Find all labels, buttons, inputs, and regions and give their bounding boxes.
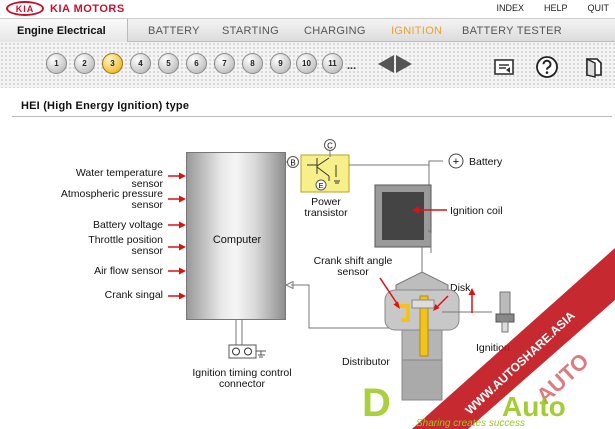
terminal-e-label: E [318,181,323,190]
label-water-temp-sensor: Water temperature sensor [75,167,163,190]
tab-battery-tester[interactable]: BATTERY TESTER [462,24,562,37]
step-button-5[interactable]: 5 [158,53,179,74]
index-link[interactable]: INDEX [496,3,524,13]
tab-bar: Engine Electrical BATTERY STARTING CHARG… [0,18,615,42]
step-button-2[interactable]: 2 [74,53,95,74]
exit-icon[interactable] [583,56,605,78]
terminal-b [287,156,299,168]
tab-battery[interactable]: BATTERY [148,24,200,37]
quit-link[interactable]: QUIT [587,3,610,13]
section-title: Engine Electrical [0,19,128,42]
step-button-11[interactable]: 11 [322,53,343,74]
more-steps: ... [347,60,357,72]
ignition-diagram: B C E + [168,139,515,401]
terminal-c-label: C [327,142,333,151]
label-throttle-position-sensor: Throttle position sensor [88,234,163,257]
step-button-8[interactable]: 8 [242,53,263,74]
tab-charging[interactable]: CHARGING [304,24,366,37]
label-ignition-coil: Ignition coil [450,205,503,217]
terminal-e [315,179,327,191]
tab-starting[interactable]: STARTING [222,24,279,37]
step-button-4[interactable]: 4 [130,53,151,74]
label-crank-signal: Crank singal [104,289,163,301]
notes-icon[interactable] [493,56,515,78]
battery-plus-label: + [453,156,459,168]
step-button-1[interactable]: 1 [46,53,67,74]
step-button-7[interactable]: 7 [214,53,235,74]
label-power-transistor: Power transistor [304,196,348,219]
sensor-input-arrows [168,172,186,300]
battery-terminal [448,153,464,169]
computer-unit: Computer [186,152,286,320]
distributor [384,271,460,401]
help-icon[interactable] [535,55,559,79]
next-page-icon[interactable] [396,55,412,73]
computer-label: Computer [212,234,262,246]
title-divider [12,116,612,117]
spark-plug [495,291,515,333]
label-battery-voltage: Battery voltage [92,219,163,231]
brand-name: KIA MOTORS [50,2,125,15]
help-link[interactable]: HELP [543,3,568,13]
label-air-flow-sensor: Air flow sensor [94,265,163,277]
terminal-c [324,139,336,151]
step-button-3[interactable]: 3 [102,53,123,74]
top-nav: INDEX HELP QUIT [496,3,609,13]
terminal-b-label: B [290,159,295,168]
kia-logo: KIA KIA MOTORS [6,1,125,16]
label-battery: Battery [469,156,503,168]
step-button-6[interactable]: 6 [186,53,207,74]
prev-page-icon[interactable] [378,55,394,73]
label-crank-shift-angle-sensor: Crank shift angle sensor [313,255,393,278]
label-atmospheric-pressure-sensor: Atmospheric pressure sensor [60,188,163,211]
label-distributor: Distributor [342,356,390,368]
label-ignition-timing-connector: Ignition timing control connector [192,367,292,390]
step-button-10[interactable]: 10 [296,53,317,74]
top-bar: KIA KIA MOTORS INDEX HELP QUIT [0,0,615,18]
page-title: HEI (High Energy Ignition) type [21,100,190,112]
tab-ignition[interactable]: IGNITION [391,24,443,37]
step-button-9[interactable]: 9 [270,53,291,74]
kia-logo-oval: KIA [6,1,44,16]
step-toolbar: 1 2 3 4 5 6 7 8 9 10 11 ... [0,42,615,88]
